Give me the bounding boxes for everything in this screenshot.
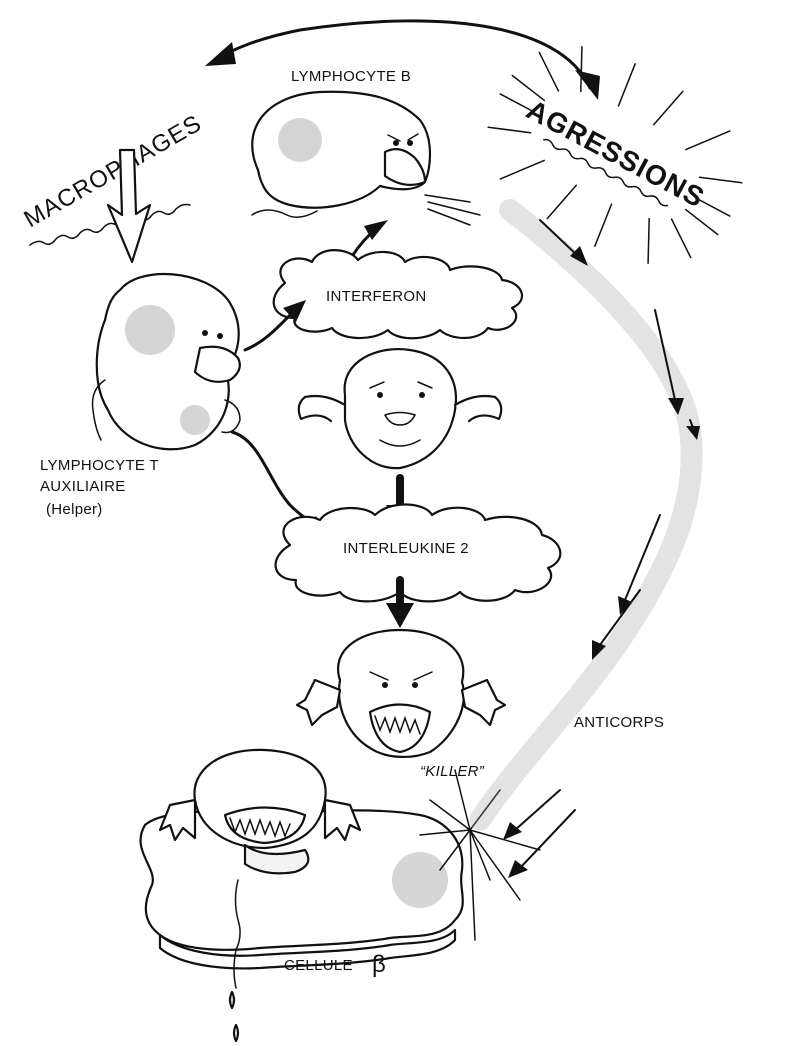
lymphocyte-t-helper: LYMPHOCYTE T AUXILIAIRE (Helper): [40, 274, 240, 518]
killer-cell: “KILLER”: [297, 630, 505, 780]
killer-label: “KILLER”: [420, 763, 485, 780]
feedback-arrow-to-macrophages: [205, 21, 600, 100]
macrophages: MACROPHAGES: [20, 110, 207, 262]
cellule-beta-symbol: β: [372, 951, 386, 978]
lymphocyte-t-label-line1: LYMPHOCYTE T: [40, 457, 159, 474]
lymphocyte-b: LYMPHOCYTE B: [252, 68, 480, 225]
cellule-label: CELLULE: [284, 957, 353, 974]
lymphocyte-t-label-line3: (Helper): [46, 501, 103, 518]
interferon-label: INTERFERON: [326, 288, 427, 305]
anticorps-label: ANTICORPS: [574, 714, 664, 731]
lymphocyte-b-label: LYMPHOCYTE B: [291, 68, 411, 85]
antibody-arrow-6: [503, 790, 560, 840]
interleukine-cloud: INTERLEUKINE 2: [276, 504, 561, 601]
interferon-cloud: INTERFERON: [274, 250, 522, 338]
agressions-burst: AGRESSIONS: [458, 15, 772, 296]
activated-cell-face: [299, 349, 502, 468]
lymphocyte-t-label-line2: AUXILIAIRE: [40, 478, 126, 495]
agressions-label: AGRESSIONS: [522, 94, 710, 214]
interleukine-label: INTERLEUKINE 2: [343, 540, 469, 557]
cellule-beta: CELLULE β: [141, 750, 463, 1041]
